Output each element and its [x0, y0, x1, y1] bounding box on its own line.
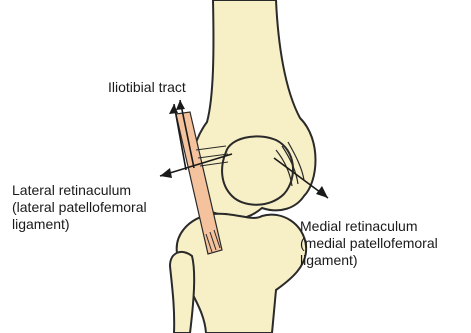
fibula	[170, 252, 194, 333]
tibia	[177, 214, 306, 333]
label-lateral-line2: (lateral patellofemoral	[12, 199, 147, 216]
label-medial-line2: (medial patellofemoral	[300, 235, 438, 252]
label-lateral-retinaculum: Lateral retinaculum (lateral patellofemo…	[12, 182, 147, 233]
label-lateral-line3: ligament)	[12, 216, 147, 233]
iliotibial-arrowhead-2	[176, 100, 185, 110]
label-lateral-line1: Lateral retinaculum	[12, 182, 147, 199]
lateral-arrowhead	[160, 168, 172, 178]
label-iliotibial-tract: Iliotibial tract	[108, 79, 186, 96]
medial-arrowhead	[316, 186, 328, 198]
label-medial-retinaculum: Medial retinaculum (medial patellofemora…	[300, 218, 438, 269]
label-medial-line3: ligament)	[300, 252, 438, 269]
label-iliotibial-text: Iliotibial tract	[108, 79, 186, 96]
label-medial-line1: Medial retinaculum	[300, 218, 438, 235]
